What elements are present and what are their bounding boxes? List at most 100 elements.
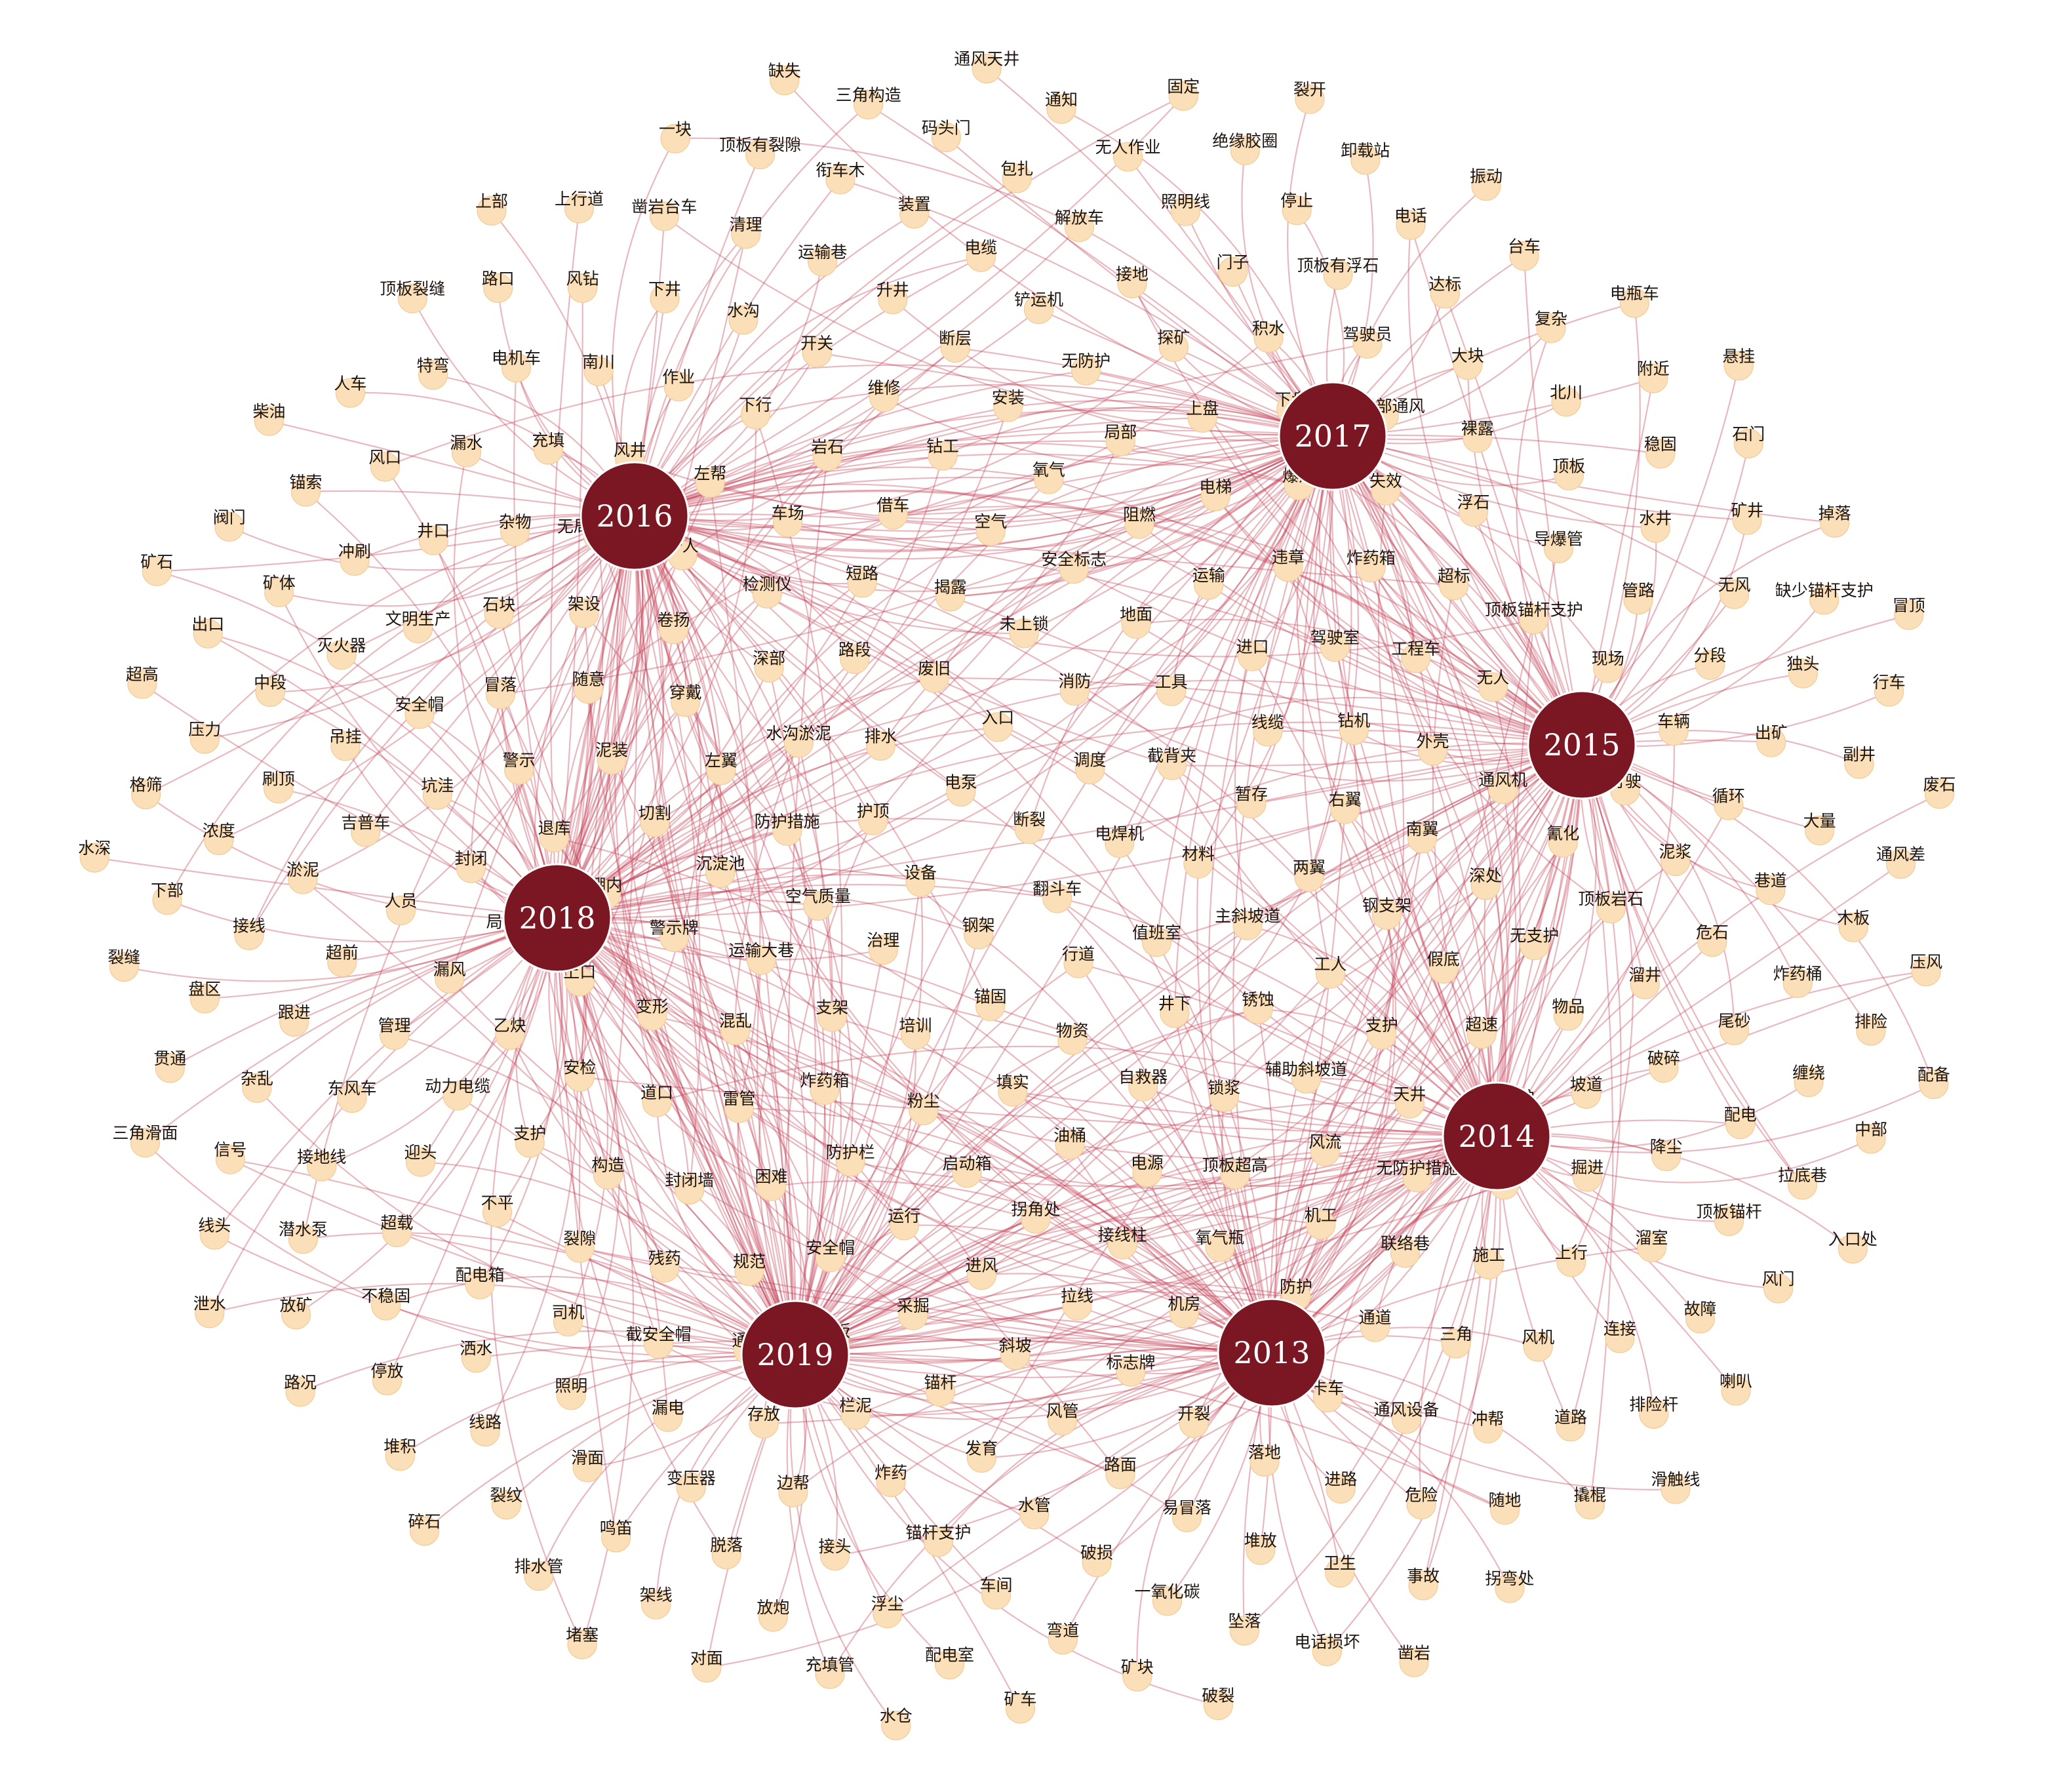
keyword-node: 特弯 [417,356,450,390]
keyword-label: 电话损坏 [1294,1632,1360,1651]
keyword-dot [1536,313,1566,344]
keyword-dot [1128,1071,1158,1102]
edge [394,1034,796,1355]
hub-edge [557,721,1583,919]
keyword-dot [491,1490,521,1520]
keyword-label: 降尘 [1650,1138,1683,1157]
edge [556,347,956,919]
keyword-label: 卷扬 [657,610,690,629]
keyword-label: 驾驶室 [1310,628,1360,647]
keyword-node: 治理 [867,931,899,965]
edge [1331,435,1564,843]
keyword-dot [1059,676,1090,706]
keyword-dot [279,1006,309,1037]
keyword-label: 超前 [326,944,359,963]
keyword-dot [1229,1616,1259,1646]
keyword-node: 联络巷 [1381,1234,1430,1268]
keyword-node: 连接 [1603,1319,1636,1353]
keyword-node: 锁浆 [1208,1078,1240,1113]
keyword-node: 冒顶 [1893,596,1925,630]
keyword-dot [1390,1238,1421,1268]
edge [1270,838,1423,1353]
edge [1523,256,1583,746]
keyword-dot [1548,827,1578,858]
keyword-node: 变形 [636,997,669,1031]
keyword-node: 衔车木 [816,161,865,195]
edge [1202,417,1583,746]
hub-edge [795,435,1334,1355]
keyword-dot [418,525,448,555]
keyword-dot [840,1400,871,1430]
keyword-label: 炸药箱 [1347,549,1396,568]
edge [817,351,1333,437]
keyword-node: 迎头 [404,1143,437,1177]
keyword-node: 车间 [979,1576,1013,1610]
keyword-node: 裂纹 [490,1486,522,1520]
edge [1516,328,1583,746]
edge [1569,744,1622,1427]
keyword-node: 变压器 [667,1469,716,1503]
keyword-label: 通风差 [1876,845,1925,864]
keyword-node: 压风 [1910,953,1942,987]
keyword-dot [1082,1547,1112,1578]
keyword-node: 矿体 [263,573,296,608]
keyword-node: 无风 [1718,575,1751,609]
keyword-dot [1623,585,1653,615]
keyword-node: 路况 [284,1373,317,1407]
keyword-label: 井下 [1158,994,1191,1013]
edge [755,384,1333,437]
keyword-node: 破碎 [1647,1049,1680,1083]
keyword-dot [1273,551,1303,582]
keyword-dot [865,730,896,761]
keyword-label: 截背夹 [1147,746,1196,765]
edge [1332,435,1748,521]
keyword-label: 排险 [1855,1012,1887,1031]
keyword-node: 废石 [1923,775,1956,809]
keyword-label: 堆放 [1244,1531,1277,1550]
keyword-dot [728,305,758,335]
keyword-label: 变形 [636,997,669,1016]
keyword-node: 顶板 [1552,456,1585,490]
keyword-dot [351,817,381,847]
year-hub-label: 2018 [519,900,595,936]
keyword-label: 接地 [1116,264,1149,283]
keyword-label: 两翼 [1293,858,1326,877]
edge [605,894,796,1355]
keyword-label: 鸣笛 [600,1519,633,1538]
edge [386,917,559,1381]
keyword-label: 格筛 [130,776,163,795]
keyword-dot [819,1541,850,1571]
keyword-node: 泄水 [193,1294,226,1328]
keyword-node: 作业 [662,368,695,402]
edge [1570,744,1634,1263]
edge [787,435,1333,551]
keyword-label: 风井 [614,441,646,460]
keyword-label: 三角滑面 [112,1124,178,1143]
keyword-label: 水沟 [727,301,760,320]
keyword-node: 动力电缆 [425,1077,490,1111]
keyword-label: 启动箱 [942,1154,991,1173]
edge [1308,435,1352,877]
keyword-label: 警示牌 [650,918,699,937]
edge [534,515,635,1077]
edge [950,435,1333,597]
keyword-dot [1158,332,1189,363]
keyword-label: 自救器 [1118,1067,1168,1086]
keyword-node: 达标 [1428,275,1461,309]
edge [795,1353,1505,1511]
keyword-dot [1209,1082,1239,1113]
keyword-label: 通风天井 [954,50,1019,69]
hub-edge [557,744,1583,919]
edge [397,1231,796,1355]
keyword-label: 包扎 [1000,159,1033,178]
keyword-dot [749,1408,779,1439]
keyword-label: 超高 [126,665,159,684]
keyword-node: 浮石 [1457,493,1490,527]
keyword-label: 栏泥 [839,1396,872,1415]
keyword-dot [385,895,416,926]
keyword-label: 巷道 [1754,871,1787,890]
keyword-label: 维修 [867,378,900,397]
keyword-label: 压力 [188,720,221,739]
keyword-node: 顶板超高 [1202,1155,1268,1189]
keyword-label: 培训 [899,1016,932,1035]
